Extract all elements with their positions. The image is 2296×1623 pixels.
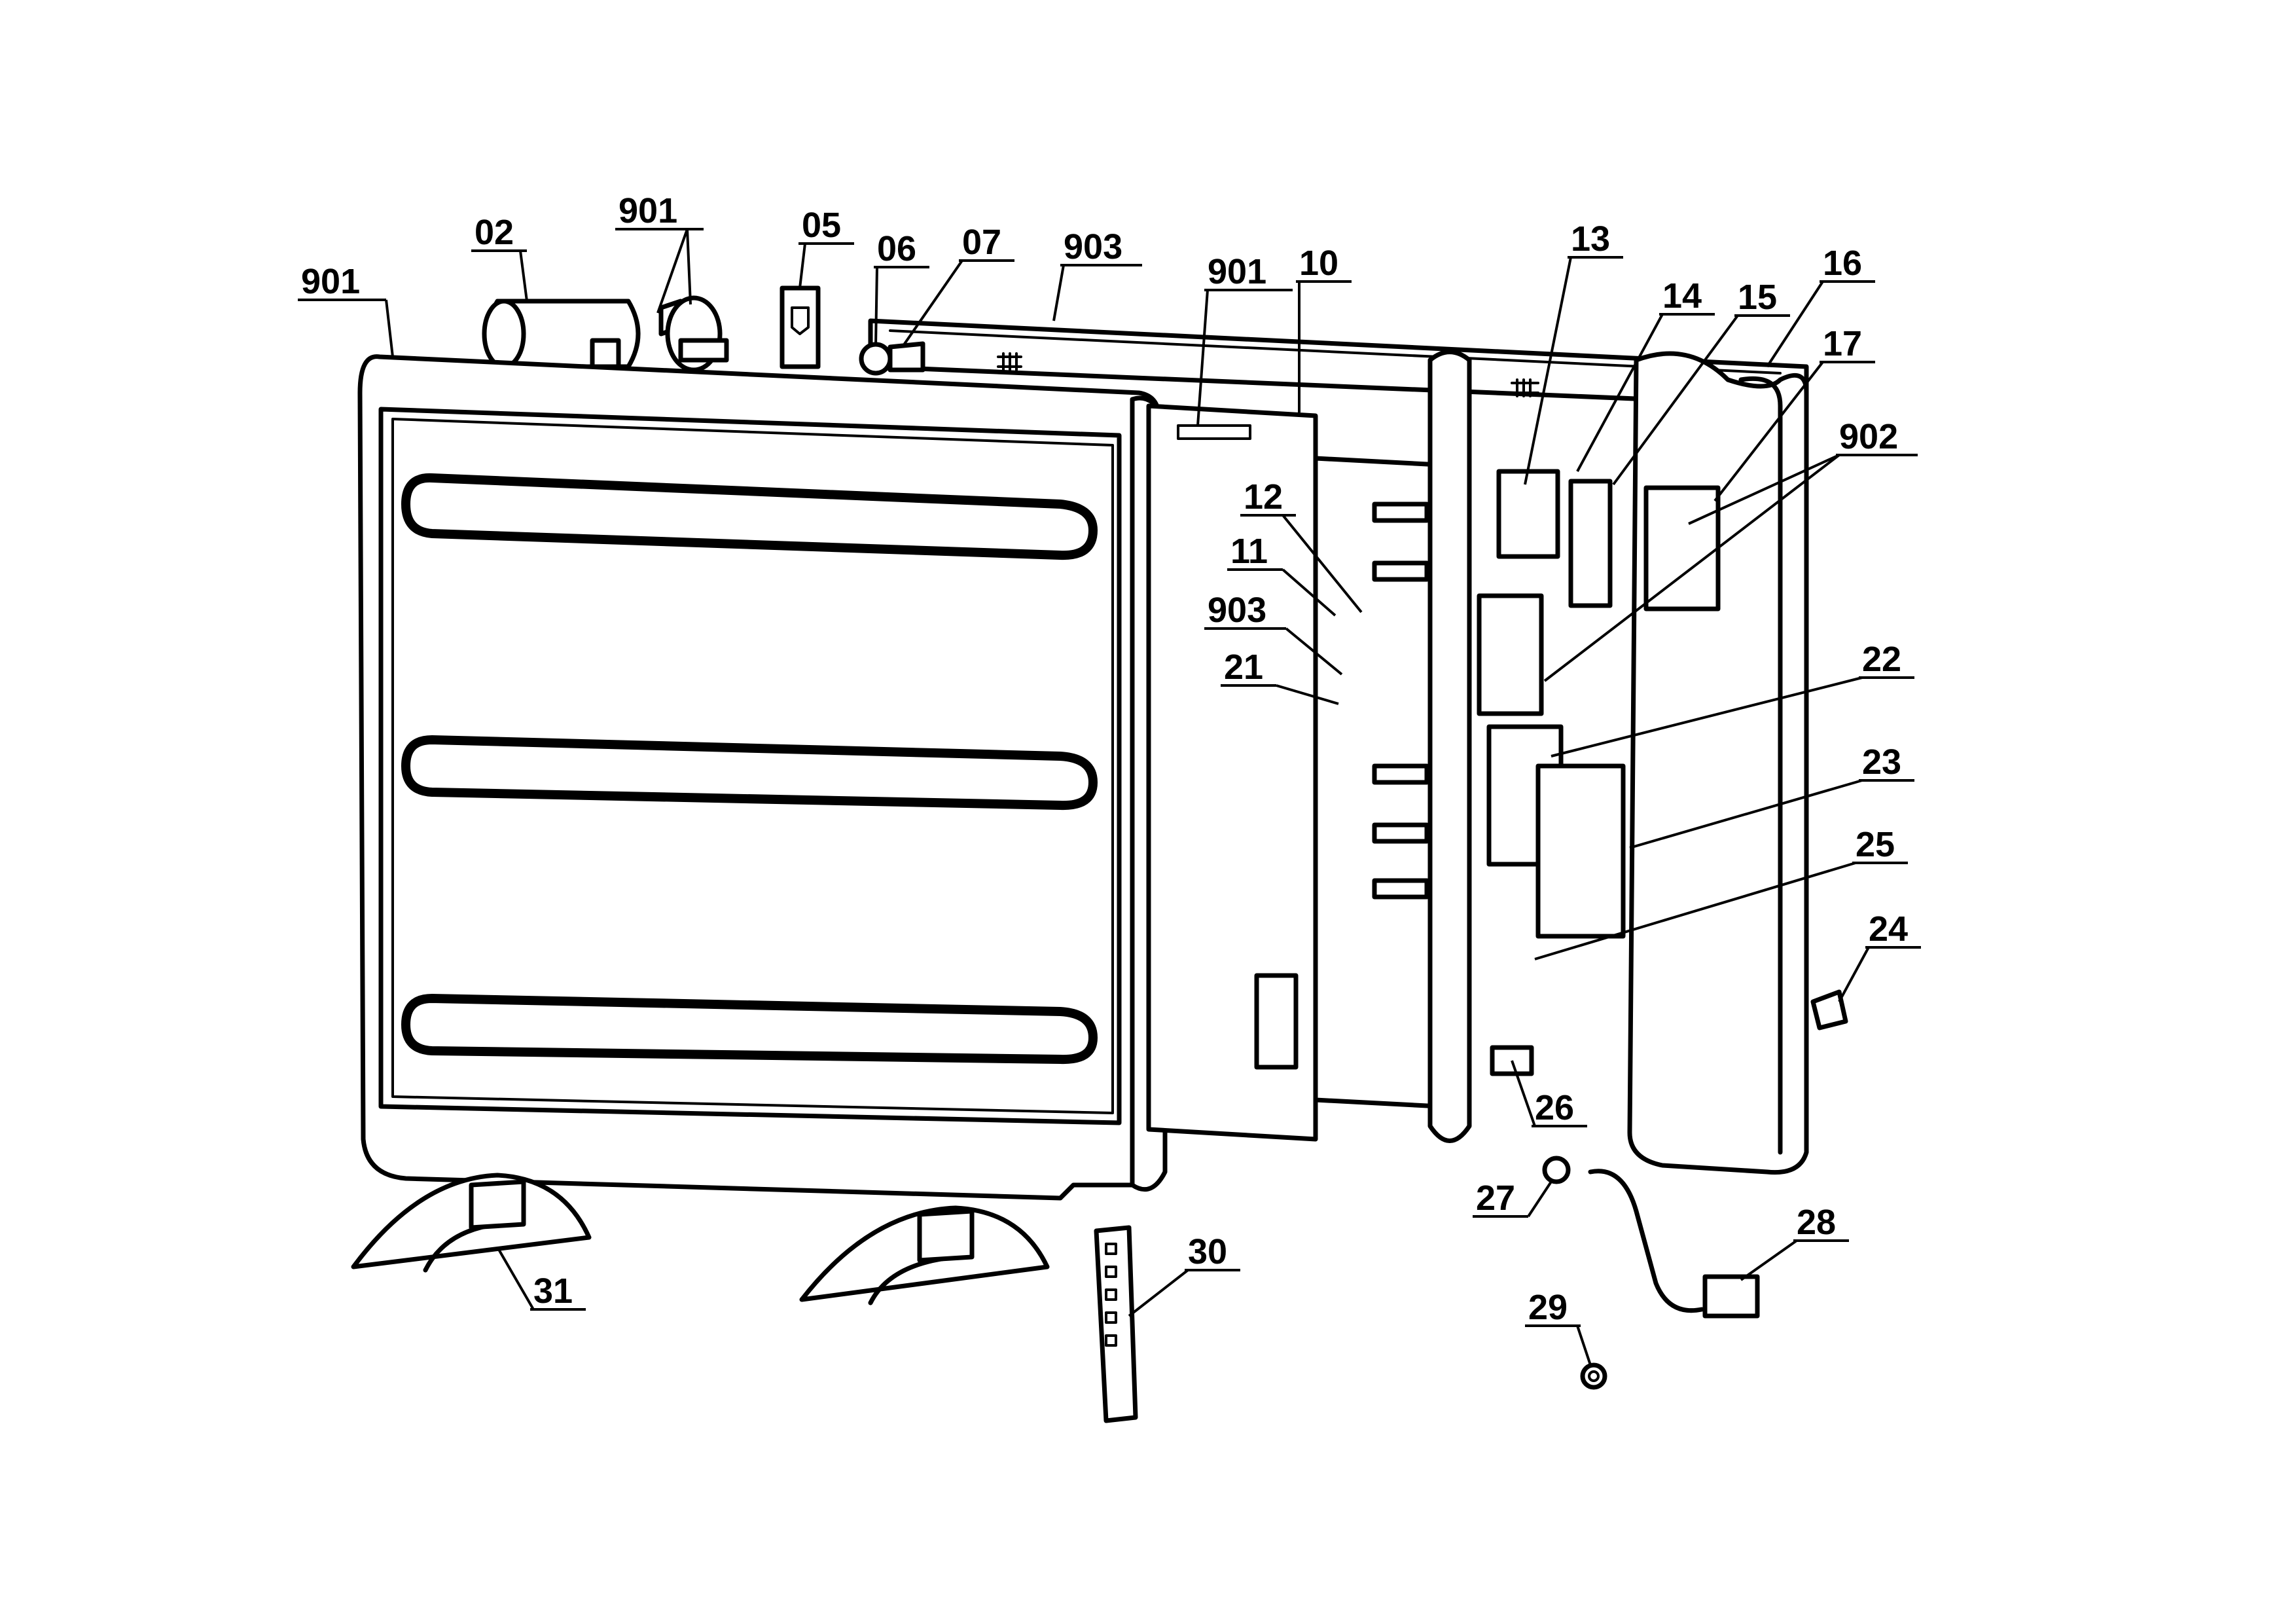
part-31-foot-right: [799, 1205, 1050, 1305]
leader-line-c-16: [1766, 280, 1824, 368]
leader-line-c-13: [1524, 257, 1572, 485]
leader-line-c-12: [1282, 514, 1363, 613]
callout-label-c-17: 17: [1823, 324, 1862, 363]
callout-label-c-02: 02: [475, 213, 514, 252]
leader-line-c-901-b: [686, 228, 692, 305]
leader-line-c-901-a: [385, 299, 394, 357]
callout-label-c-23: 23: [1862, 742, 1901, 782]
leader-line-c-903-a: [1052, 264, 1065, 321]
leader-line-c-06: [874, 266, 878, 346]
callout-label-c-12: 12: [1244, 477, 1283, 517]
callout-label-c-25: 25: [1856, 825, 1895, 864]
front-panel: [357, 354, 1161, 1201]
leader-line-c-901-b: [656, 228, 689, 314]
part-27-knob: [1542, 1156, 1571, 1184]
part-901-bracket: [658, 295, 729, 373]
callout-label-c-901-c: 901: [1208, 252, 1266, 291]
leader-line-c-17: [1713, 361, 1824, 502]
leader-line-c-27: [1527, 1180, 1552, 1218]
heating-element-grid: [1313, 456, 1443, 1109]
part-10-inner-panel: [1146, 403, 1318, 1142]
leader-line-c-30: [1128, 1269, 1189, 1317]
leader-line-c-07: [902, 259, 963, 347]
leader-line-c-02: [519, 250, 528, 302]
callout-label-c-06: 06: [877, 229, 916, 268]
leader-line-c-903-b: [1285, 627, 1343, 676]
callout-label-c-24: 24: [1869, 909, 1908, 949]
leader-line-c-05: [798, 243, 806, 289]
callout-label-c-27: 27: [1476, 1178, 1515, 1218]
callout-label-c-30: 30: [1188, 1232, 1227, 1271]
leader-line-c-25: [1534, 862, 1856, 960]
divider-column: [1427, 350, 1472, 1143]
callout-label-c-29: 29: [1528, 1288, 1568, 1327]
leader-line-c-902: [1688, 454, 1840, 525]
part-06-07-connector: [859, 341, 925, 376]
leader-line-c-26: [1511, 1060, 1536, 1127]
leader-line-c-901-c: [1196, 289, 1209, 426]
callout-label-c-901-a: 901: [301, 262, 360, 301]
part-02-end-cap: [482, 299, 641, 369]
callout-label-c-21: 21: [1224, 647, 1263, 687]
callout-label-c-07: 07: [962, 223, 1001, 262]
control-box: [1477, 469, 1626, 939]
part-26-connector: [1490, 1045, 1534, 1076]
leader-line-c-29: [1576, 1325, 1592, 1366]
leader-line-c-23: [1629, 779, 1863, 849]
callout-label-c-903-a: 903: [1064, 227, 1122, 266]
part-28-power-cord: [1588, 1169, 1760, 1319]
callout-label-c-05: 05: [802, 206, 841, 245]
leader-line-c-15: [1612, 314, 1739, 486]
leader-lines: [385, 228, 1870, 1366]
right-side-housing: [1627, 351, 1809, 1175]
callout-label-c-903-b: 903: [1208, 591, 1266, 630]
callout-label-c-22: 22: [1862, 640, 1901, 679]
callout-label-c-26: 26: [1535, 1088, 1574, 1127]
callout-label-c-31: 31: [533, 1271, 573, 1311]
leader-line-c-902: [1543, 454, 1840, 682]
part-30-remote-control: [1094, 1225, 1138, 1423]
leader-line-c-22: [1551, 676, 1863, 757]
callout-label-c-15: 15: [1738, 278, 1777, 317]
part-29-nut: [1580, 1362, 1607, 1390]
leader-line-c-21: [1276, 684, 1339, 705]
callout-labels: 901 02 901 05 06 07 903 901 10 13 14 15 16 17 902 12 11 9…: [298, 191, 1921, 1327]
leader-line-c-24: [1838, 947, 1870, 1002]
callout-label-c-902: 902: [1839, 417, 1898, 456]
callout-label-c-10: 10: [1299, 244, 1338, 283]
leader-line-c-28: [1740, 1239, 1798, 1281]
callout-label-c-28: 28: [1797, 1203, 1836, 1242]
callout-label-c-901-b: 901: [619, 191, 677, 230]
leader-line-c-11: [1282, 568, 1336, 617]
leader-line-c-14: [1576, 314, 1664, 472]
callout-label-c-11: 11: [1230, 532, 1268, 571]
callout-label-c-16: 16: [1823, 244, 1862, 283]
part-31-foot-left: [351, 1173, 592, 1273]
callout-label-c-13: 13: [1571, 219, 1610, 259]
part-05-hook-bracket: [780, 285, 821, 369]
leader-line-c-31: [496, 1246, 535, 1311]
callout-label-c-14: 14: [1662, 276, 1702, 316]
part-24-plug: [1810, 989, 1848, 1030]
